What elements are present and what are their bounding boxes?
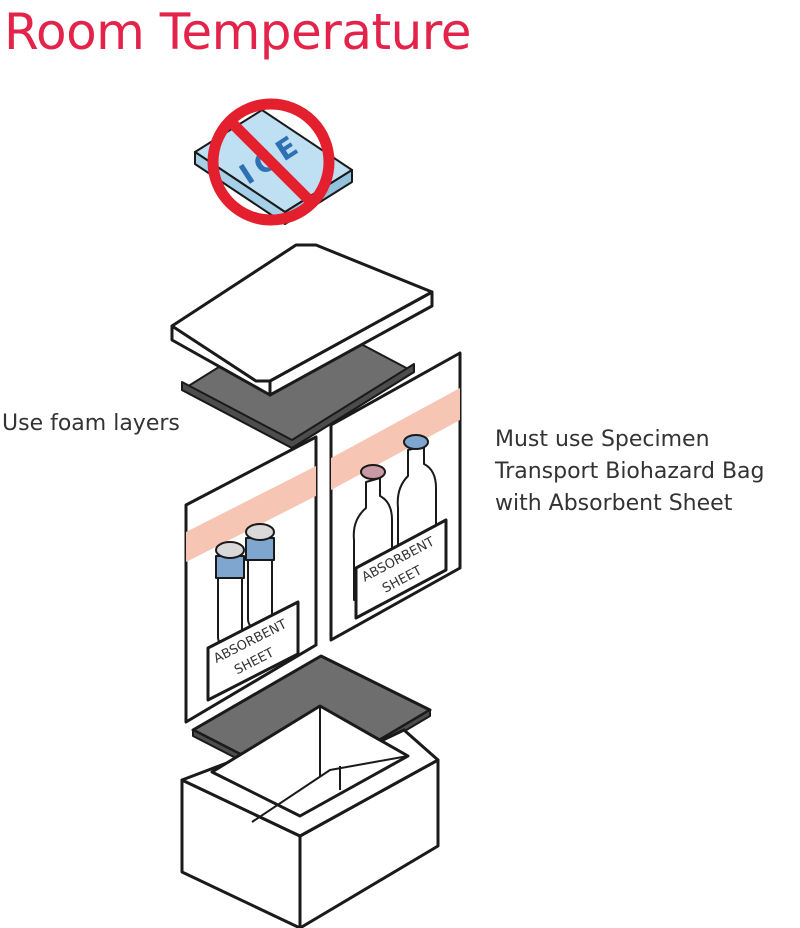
biohazard-bag-label-line3: with Absorbent Sheet [495, 491, 733, 516]
page-title: Room Temperature [4, 3, 472, 61]
no-ice-icon: ICE [194, 98, 353, 226]
prohibition-slash [226, 117, 316, 207]
foam-shipping-box [180, 704, 440, 928]
absorbent-sheet-left: ABSORBENT SHEET [206, 600, 300, 702]
biohazard-bag-label: Must use Specimen Transport Biohazard Ba… [495, 424, 795, 520]
foam-layers-label: Use foam layers [2, 411, 180, 436]
prohibition-circle [207, 98, 335, 226]
biohazard-bag-label-line1: Must use Specimen [495, 427, 710, 452]
absorbent-sheet-right: ABSORBENT SHEET [354, 518, 448, 620]
test-tube-1 [215, 541, 245, 649]
right-biohazard-bag: ABSORBENT SHEET [329, 351, 462, 642]
biohazard-bag-label-line2: Transport Biohazard Bag [495, 459, 765, 484]
left-biohazard-bag: ABSORBENT SHEET [184, 435, 318, 724]
top-lid [170, 243, 434, 397]
test-tube-2 [245, 523, 275, 631]
